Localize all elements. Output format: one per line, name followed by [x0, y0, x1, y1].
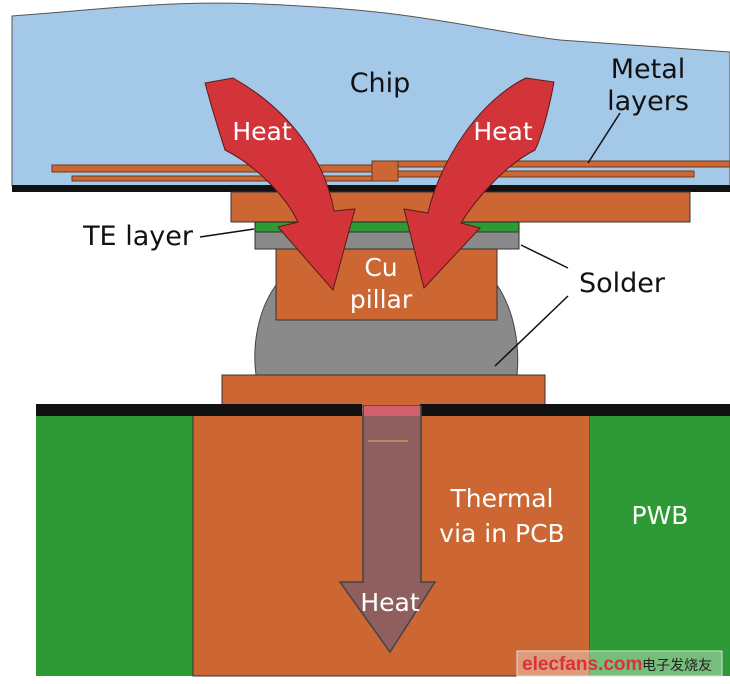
thermal-via-label-2: via in PCB — [439, 519, 564, 548]
pwb-right — [590, 414, 730, 676]
metal-layers-label-1: Metal — [611, 54, 686, 85]
via-top — [364, 406, 420, 416]
solder-label: Solder — [579, 268, 666, 299]
heat-arrow-right — [403, 77, 555, 290]
heat-left-label: Heat — [232, 117, 291, 146]
heat-arrow-left — [204, 77, 356, 292]
heat-right-label: Heat — [473, 117, 532, 146]
watermark-chinese: 电子发烧友 — [642, 658, 712, 674]
chip-body — [11, 2, 730, 187]
chip-label: Chip — [350, 68, 411, 99]
cu-pillar-label-2: pillar — [350, 285, 413, 314]
te-layer-label: TE layer — [82, 221, 194, 252]
pwb-left — [36, 414, 193, 676]
heat-down-label: Heat — [360, 588, 419, 617]
leader-lines — [199, 112, 621, 367]
metal-layers-label-2: layers — [607, 86, 689, 117]
watermark-site: elecfans.com — [522, 654, 642, 675]
thermal-via-label-1: Thermal — [450, 484, 554, 513]
pcb-top-line-right — [420, 404, 730, 416]
cu-pillar-label-1: Cu — [364, 253, 397, 282]
lower-copper-pad — [221, 374, 546, 407]
metal-layers — [51, 160, 730, 182]
watermark: elecfans.com 电子发烧友 — [516, 650, 723, 677]
via-heat-arrow — [338, 405, 437, 654]
chip-bottom-line — [12, 185, 730, 192]
pwb-label: PWB — [632, 501, 689, 530]
pcb-top-line-left — [36, 404, 362, 416]
